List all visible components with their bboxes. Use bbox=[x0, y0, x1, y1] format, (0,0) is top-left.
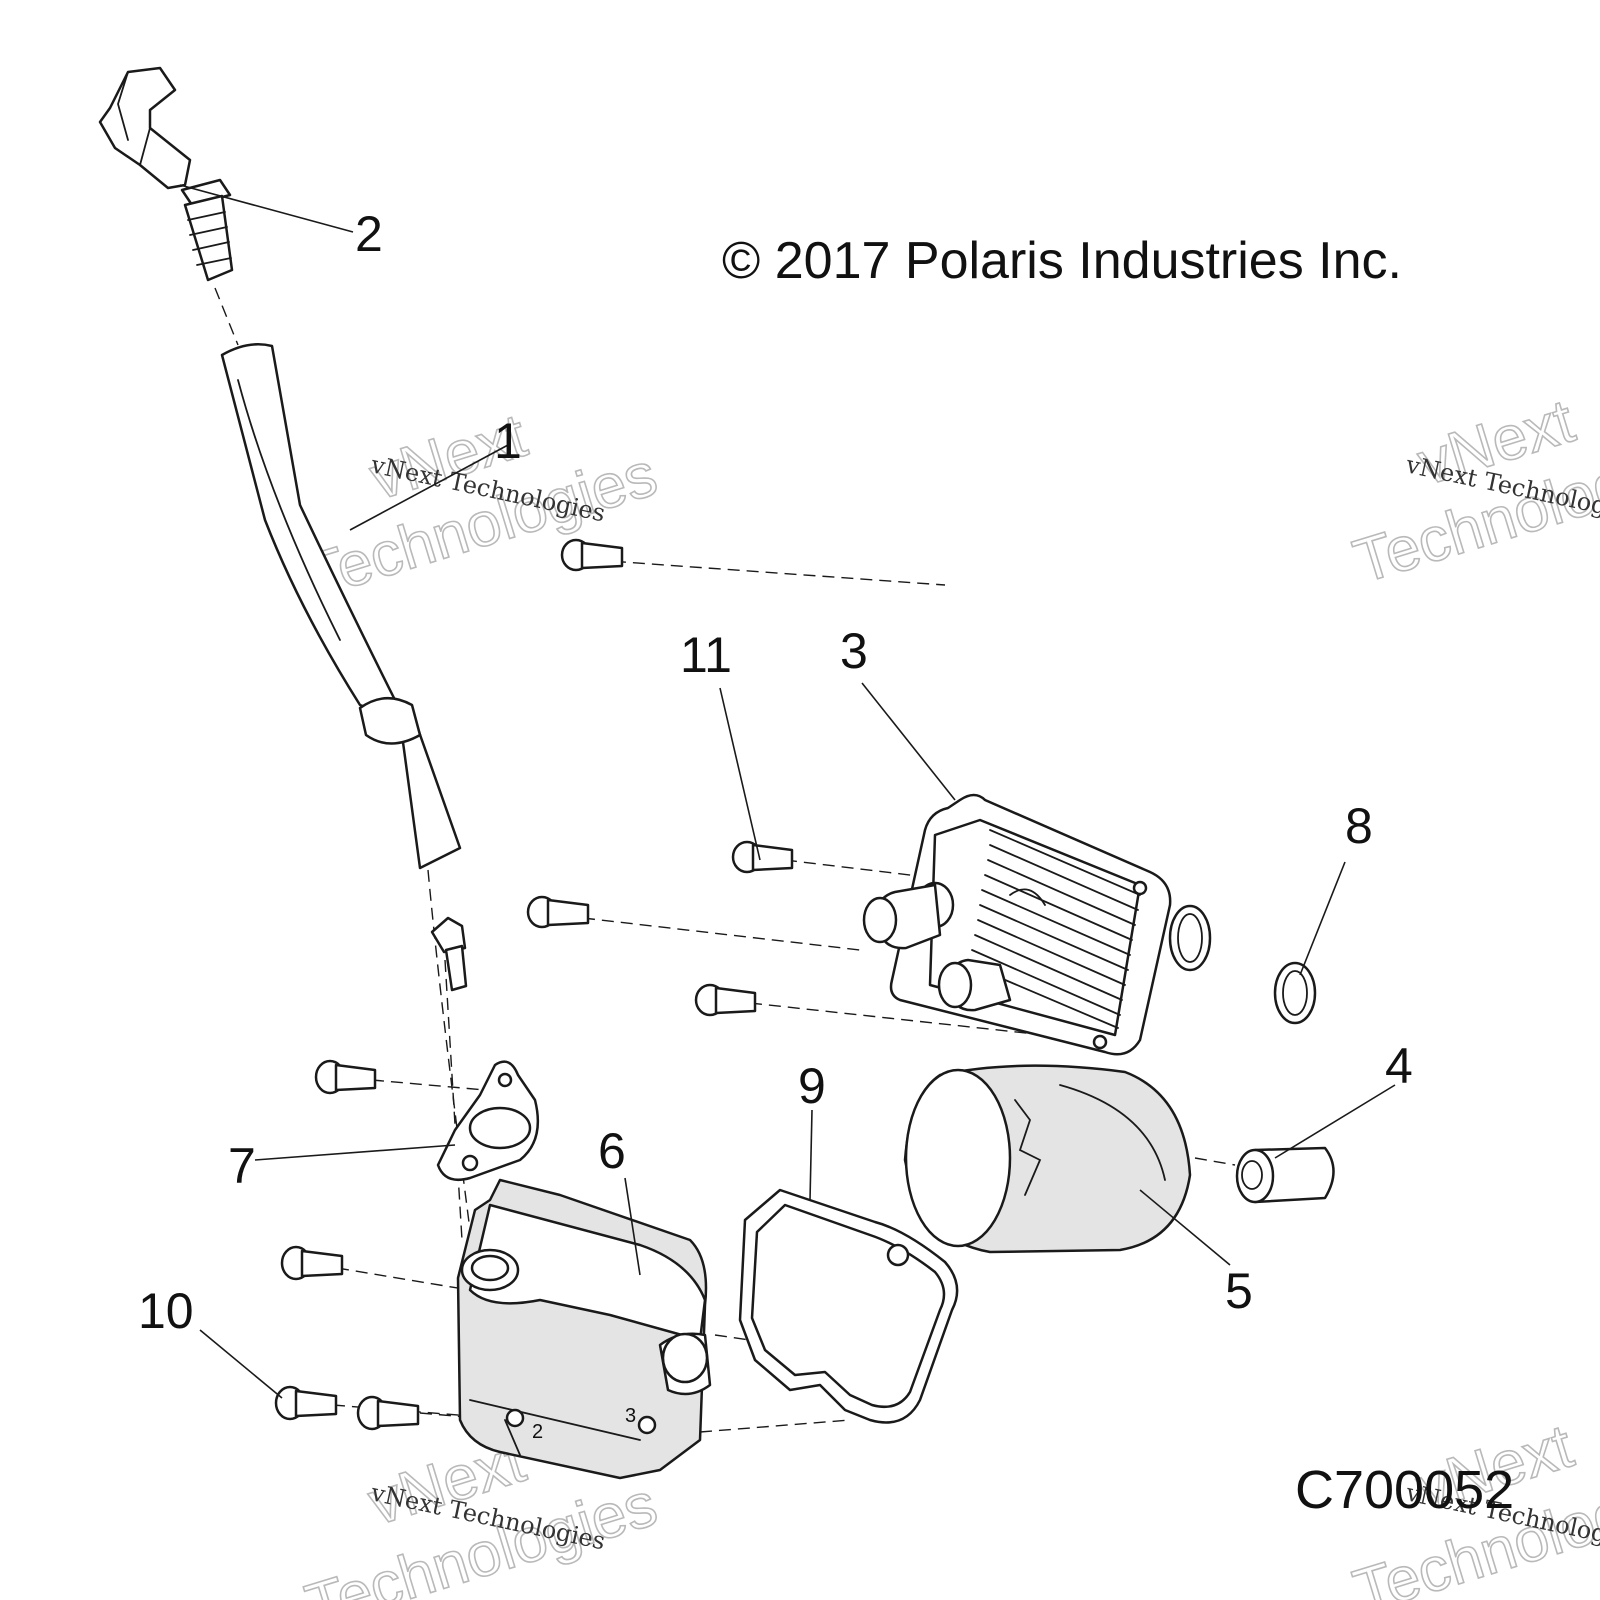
figure-number: C700052 bbox=[1295, 1460, 1514, 1520]
flange-gasket bbox=[436, 1060, 540, 1182]
callout-3: 3 bbox=[840, 623, 868, 679]
cooler-bolt-3 bbox=[526, 895, 590, 929]
callout-6: 6 bbox=[598, 1123, 626, 1179]
leader-lines bbox=[179, 184, 1396, 1399]
housing-bolt-3 bbox=[274, 1385, 338, 1421]
cooler-bolt-2 bbox=[731, 840, 794, 874]
oil-cooler bbox=[862, 793, 1172, 1056]
callout-5: 5 bbox=[1225, 1263, 1253, 1319]
housing-bolt-4 bbox=[356, 1395, 420, 1431]
dowel-pin bbox=[430, 916, 468, 992]
housing-bolt-1 bbox=[314, 1059, 377, 1095]
housing-bolt-2 bbox=[280, 1245, 344, 1281]
cooler-bolt-4 bbox=[694, 983, 757, 1017]
callout-8: 8 bbox=[1345, 798, 1373, 854]
callout-4: 4 bbox=[1385, 1038, 1413, 1094]
housing-casting-mark-2: 2 bbox=[532, 1421, 543, 1443]
cooler-bolts bbox=[526, 538, 794, 1017]
filter-adapter-housing: 2 3 bbox=[456, 1178, 712, 1480]
filter-center-sleeve bbox=[1235, 1146, 1335, 1204]
callout-10: 10 bbox=[138, 1283, 194, 1339]
dipstick-tube bbox=[220, 343, 462, 870]
housing-casting-mark-3: 3 bbox=[625, 1405, 636, 1427]
adapter-gasket bbox=[738, 1188, 959, 1424]
dipstick-handle bbox=[98, 66, 234, 282]
callout-9: 9 bbox=[798, 1058, 826, 1114]
oil-filter bbox=[903, 1064, 1192, 1254]
housing-bolts bbox=[274, 1059, 420, 1431]
callout-1: 1 bbox=[494, 413, 522, 469]
o-rings bbox=[1168, 904, 1317, 1025]
callout-7: 7 bbox=[228, 1138, 256, 1194]
cooler-bolt-1 bbox=[560, 538, 624, 572]
callout-labels: 1 2 3 4 5 6 7 8 9 10 11 bbox=[138, 206, 1413, 1339]
callout-2: 2 bbox=[355, 206, 383, 262]
copyright-notice: © 2017 Polaris Industries Inc. bbox=[722, 232, 1402, 290]
callout-11: 11 bbox=[680, 627, 732, 683]
